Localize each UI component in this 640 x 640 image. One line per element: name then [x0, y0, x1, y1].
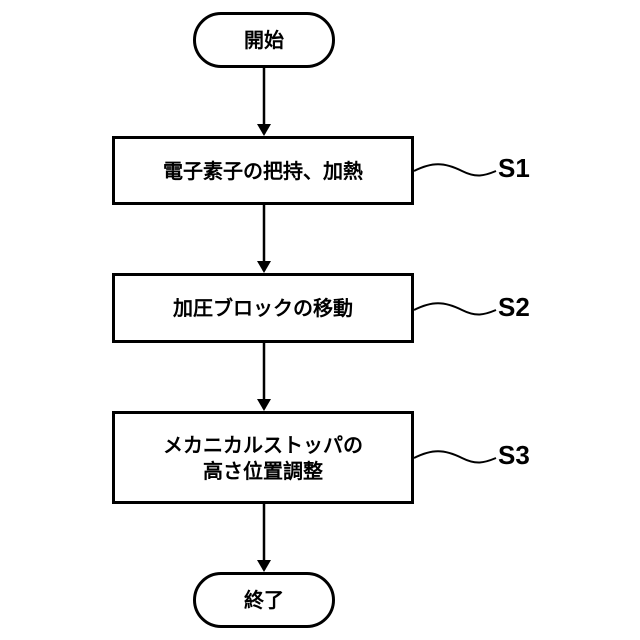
start-terminal: 開始 — [193, 12, 335, 68]
step-s2-label: S2 — [498, 292, 530, 323]
step-s1-text: 電子素子の把持、加熱 — [163, 158, 363, 184]
step-s2-box: 加圧ブロックの移動 — [112, 273, 414, 343]
start-label: 開始 — [244, 27, 284, 53]
end-terminal: 終了 — [193, 572, 335, 628]
leader-line-s2 — [414, 303, 496, 314]
leader-line-s1 — [414, 164, 496, 175]
step-s3-label: S3 — [498, 440, 530, 471]
step-s3-text-line1: メカニカルストッパの — [163, 432, 363, 458]
step-s3-box: メカニカルストッパの 高さ位置調整 — [112, 411, 414, 504]
step-s3-text-line2: 高さ位置調整 — [203, 458, 323, 484]
step-s1-label: S1 — [498, 153, 530, 184]
step-s2-text: 加圧ブロックの移動 — [173, 295, 353, 321]
end-label: 終了 — [244, 587, 284, 613]
step-s1-box: 電子素子の把持、加熱 — [112, 136, 414, 205]
leader-line-s3 — [414, 451, 496, 462]
